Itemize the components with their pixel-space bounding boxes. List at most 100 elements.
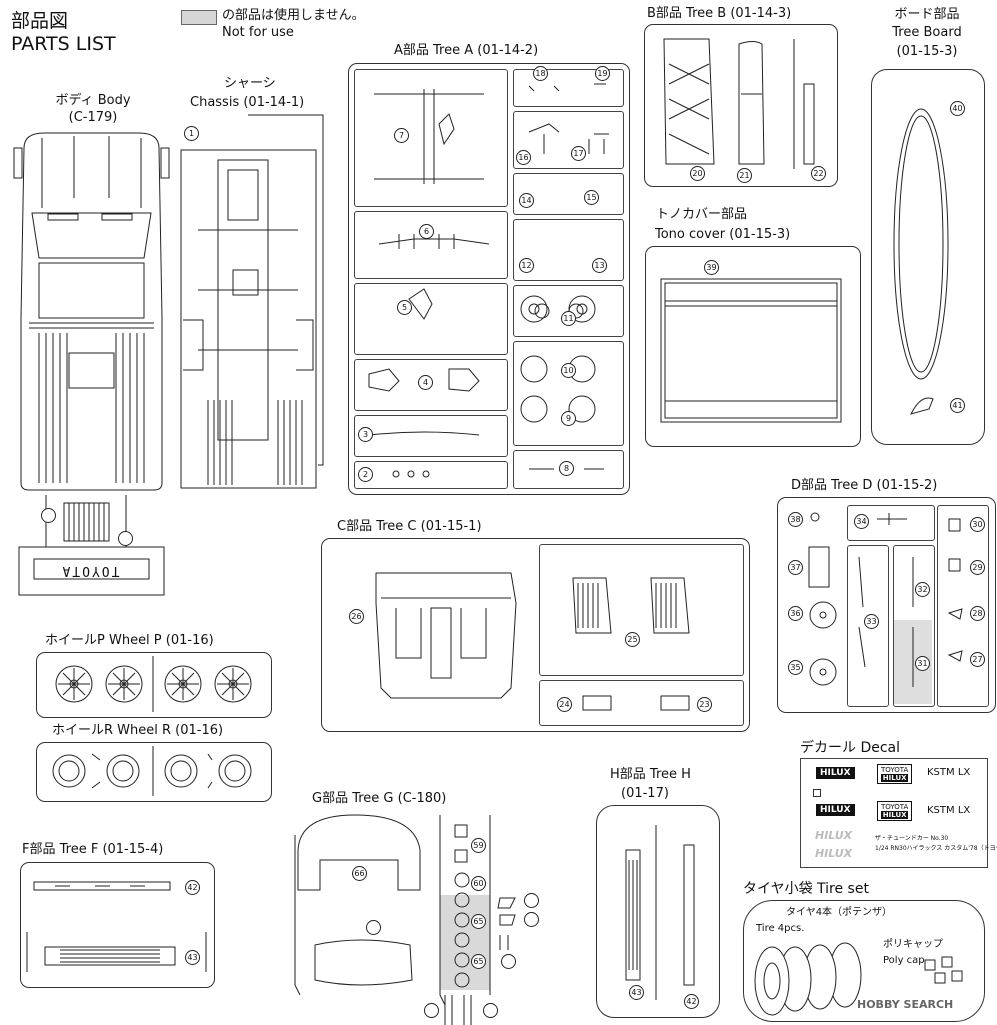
tree-board-frame [871,69,985,445]
part-41-badge: 41 [950,398,965,413]
tree-b-label: B部品 Tree B (01-14-3) [647,6,792,21]
decal-kstm-2: KSTM LX [927,805,971,816]
part-19-badge: 19 [595,66,610,81]
decal-caption-1: ザ・チューンドカー No.30 [875,835,949,842]
decal-hilux-small-1: HILUX [881,774,909,782]
decal-hilux-ghost-1: HILUX [815,829,853,842]
part-36-badge: 36 [788,606,803,621]
tree-g-parts [294,814,516,1025]
part-22-badge: 22 [811,166,826,181]
part-13-badge: 13 [592,258,607,273]
tree-f-frame [20,862,215,988]
legend-text-en: Not for use [222,25,294,40]
part-10-badge: 10 [561,363,576,378]
decal-caption-2: 1/24 RN30ハイラックス カスタム'78（トヨタ） [875,845,997,852]
wheel-r-label: ホイールR Wheel R (01-16) [52,723,224,738]
decal-label: デカール Decal [800,740,901,756]
not-used-swatch [181,10,217,25]
legend-text-jp: の部品は使用しません。 [222,8,365,23]
part-35-badge: 35 [788,660,803,675]
decal-hilux-small-2: HILUX [881,811,909,819]
tree-a-cell-5 [354,283,508,355]
part-28-badge: 28 [970,606,985,621]
tree-h-frame [596,805,720,1018]
tree-f-label: F部品 Tree F (01-15-4) [22,842,164,857]
part-58-badge [501,954,516,969]
part-18-badge: 18 [533,66,548,81]
part-65-badge [424,1003,439,1018]
body-label: ボディ Body [55,93,131,108]
wheel-r-frame [36,742,272,802]
part-12-badge: 12 [519,258,534,273]
part-53-badge-b: 65 [471,954,486,969]
part-57-badge [524,912,539,927]
part-4-badge: 4 [418,375,433,390]
part-42-badge-f: 42 [185,880,200,895]
tailgate-logo: TOYOTA [60,563,120,578]
tailgate-drawing [18,495,165,596]
decal-toyota-2: TOYOTA [881,803,909,811]
part-54-badge: 66 [352,866,367,881]
tree-board-code: (01-15-3) [896,44,958,59]
tree-a-cell-9-10 [513,341,624,446]
decal-hilux-2: HILUX [816,804,855,816]
part-31-badge: 31 [915,656,930,671]
tono-drawing [660,278,842,423]
tree-h-parts [625,825,695,1000]
chassis-label-jp: シャーシ [224,76,276,91]
tree-d-parts [808,512,963,687]
part-17-badge: 17 [571,146,586,161]
tree-board-label-en: Tree Board [892,25,962,40]
page-title-jp: 部品図 [11,10,69,32]
tire-text-en: Tire 4pcs. [756,923,805,934]
polycap-text-en: Poly cap [883,955,925,966]
part-26-badge: 26 [349,609,364,624]
body-drawing [13,132,170,491]
decal-hilux-1: HILUX [816,767,855,779]
part-55-badge [366,920,381,935]
decal-sheet: HILUX TOYOTA HILUX KSTM LX HILUX TOYOTA … [800,758,997,868]
part-37-badge: 37 [788,560,803,575]
part-9-badge: 9 [561,411,576,426]
wheel-p-parts [55,656,252,712]
part-1-badge: 1 [184,126,199,141]
chassis-drawing [180,114,324,489]
decal-square-1 [813,789,821,797]
part-27-badge: 27 [970,652,985,667]
part-59-badge [118,531,133,546]
part-23-badge: 23 [697,697,712,712]
tree-a-cell-2 [354,461,508,489]
tree-b-parts [663,38,815,169]
part-15-badge: 15 [584,190,599,205]
part-11-badge: 11 [561,311,576,326]
watermark: HOBBY SEARCH [857,998,954,1011]
part-24-badge: 24 [557,697,572,712]
tree-a-cell-7 [354,69,508,207]
part-60-badge [41,508,56,523]
tree-h-code: (01-17) [621,786,669,801]
tree-a-cell-6 [354,211,508,279]
page-title-en: PARTS LIST [11,33,116,55]
part-40-badge: 40 [950,101,965,116]
part-43-badge-f: 43 [185,950,200,965]
part-66-badge [483,1003,498,1018]
tree-g-label: G部品 Tree G (C-180) [312,791,447,806]
tree-c-cell-25 [539,544,744,676]
part-51-badge: 59 [471,838,486,853]
part-20-badge: 20 [690,166,705,181]
part-2-badge: 2 [358,467,373,482]
part-33-badge: 33 [864,614,879,629]
tire-label: タイヤ小袋 Tire set [743,881,869,897]
part-42-badge-h: 42 [684,994,699,1009]
wheel-p-label: ホイールP Wheel P (01-16) [45,633,214,648]
part-14-badge: 14 [519,193,534,208]
tono-label-jp: トノカバー部品 [656,207,748,222]
decal-toyota-1: TOYOTA [881,766,909,774]
part-21-badge: 21 [737,168,752,183]
tire-drawing [754,942,963,1016]
part-25-badge: 25 [625,632,640,647]
part-30-badge: 30 [970,517,985,532]
decal-hilux-ghost-2: HILUX [815,847,853,860]
part-32-badge: 32 [915,582,930,597]
tree-h-label: H部品 Tree H [610,767,691,782]
